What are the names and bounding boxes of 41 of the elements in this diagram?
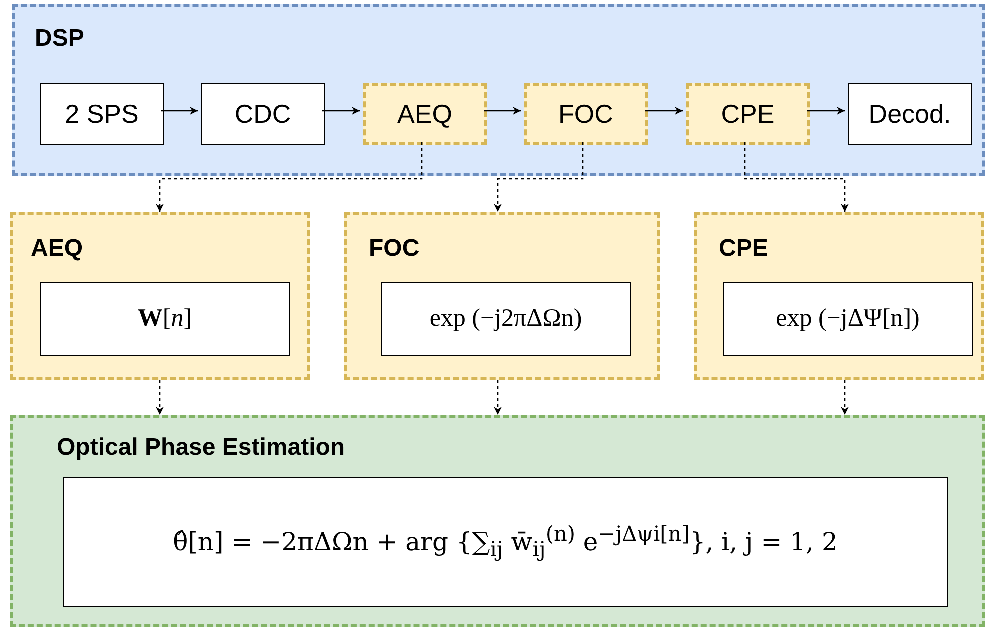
formula: W[n] <box>138 305 192 333</box>
process-box <box>201 83 325 145</box>
module-panel <box>344 212 660 380</box>
process-box <box>524 83 648 145</box>
arrow <box>494 142 584 212</box>
node-label: 2 SPS <box>65 98 139 130</box>
process-box <box>40 83 164 145</box>
process-box <box>686 83 810 145</box>
panel-heading: CPE <box>719 235 768 263</box>
arrow <box>807 107 845 115</box>
module-panel <box>10 212 310 380</box>
module-panel <box>694 212 984 380</box>
node-label: CPE <box>721 98 775 130</box>
process-box <box>63 477 948 607</box>
formula: θ̂[n] = −2πΔΩn + arg {∑$_{ij}$ w̄$_{ij}$$^{(n)}$ e$^{−jΔψi[n]}$}, i, j = 1, 2 <box>173 522 838 562</box>
dsp-panel <box>12 4 985 176</box>
panel-heading: FOC <box>369 235 420 263</box>
process-box <box>723 282 973 356</box>
formula: exp (−j2πΔΩn) <box>430 305 582 333</box>
arrow <box>645 107 683 115</box>
node-label: Decod. <box>868 98 952 130</box>
panel-heading: Optical Phase Estimation <box>57 434 346 462</box>
process-box <box>40 282 290 356</box>
estimation-panel <box>10 415 985 627</box>
node-label: CDC <box>234 98 292 130</box>
arrow <box>156 380 164 415</box>
arrow <box>156 142 423 212</box>
process-box <box>381 282 631 356</box>
arrow <box>841 380 849 415</box>
node-label: AEQ <box>398 98 452 130</box>
panel-heading: DSP <box>35 25 84 53</box>
panel-heading: AEQ <box>31 235 84 263</box>
formula: exp (−jΔΨ[n]) <box>776 305 920 333</box>
process-box <box>363 83 487 145</box>
arrow <box>484 107 521 115</box>
arrow <box>322 107 360 115</box>
arrow <box>744 142 849 212</box>
process-box <box>848 83 972 145</box>
arrow <box>494 380 502 415</box>
node-label: FOC <box>558 98 614 130</box>
arrow <box>161 107 198 115</box>
